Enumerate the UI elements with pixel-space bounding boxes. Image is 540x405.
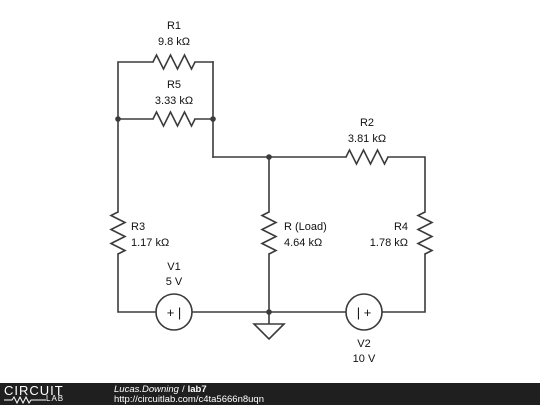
junctions [115, 116, 272, 315]
resistor-rload[interactable] [260, 211, 278, 255]
source-v2-polarity: | + [357, 305, 372, 320]
footer-title-line: Lucas.Downing/lab7 [114, 384, 207, 395]
ground-symbol[interactable] [252, 323, 286, 341]
resistor-r2[interactable] [345, 148, 389, 166]
label-r3-value: 1.17 kΩ [131, 237, 169, 249]
wires [117, 61, 426, 325]
voltage-source-v2[interactable]: | + [345, 293, 383, 331]
project-link[interactable]: lab7 [187, 384, 207, 395]
junction-dot [266, 154, 272, 160]
resistor-r3[interactable] [109, 211, 127, 255]
resistor-r1[interactable] [152, 53, 196, 71]
author-link[interactable]: Lucas.Downing [114, 384, 179, 395]
logo-wordmark: CIRCUIT [4, 383, 64, 398]
title-separator: / [181, 384, 185, 395]
junction-dot [266, 309, 272, 315]
circuit-url[interactable]: http://circuitlab.com/c4ta5666n8uqn [114, 394, 264, 405]
circuitlab-logo[interactable]: CIRCUIT LAB [4, 383, 104, 404]
junction-dot [210, 116, 216, 122]
label-r2-name: R2 [360, 117, 374, 129]
label-r4-value: 1.78 kΩ [370, 237, 408, 249]
label-rload-value: 4.64 kΩ [284, 237, 322, 249]
resistor-r5[interactable] [152, 110, 196, 128]
label-r3-name: R3 [131, 221, 145, 233]
junction-dot [115, 116, 121, 122]
logo-resistor-icon [4, 396, 46, 404]
footer-bar: CIRCUIT LAB Lucas.Downing/lab7 http://ci… [0, 383, 540, 405]
logo-subword: LAB [46, 394, 65, 403]
circuit-schematic: + | | + R1 9.8 kΩ R5 3.33 kΩ R2 3.81 kΩ … [109, 20, 434, 365]
wire-r2-right [387, 156, 426, 213]
label-v1-value: 5 V [166, 276, 183, 288]
source-v1-polarity: + | [167, 305, 182, 320]
label-r1-value: 9.8 kΩ [158, 36, 190, 48]
label-r1-name: R1 [167, 20, 181, 32]
wire-top-left [117, 61, 154, 213]
voltage-source-v1[interactable]: + | [155, 293, 193, 331]
label-r4-name: R4 [394, 221, 408, 233]
resistor-r4[interactable] [416, 211, 434, 255]
label-r5-name: R5 [167, 79, 181, 91]
label-r5-value: 3.33 kΩ [155, 95, 193, 107]
label-v2-name: V2 [357, 338, 370, 350]
wire-r4-bottom [381, 253, 426, 313]
source-v2-body [345, 293, 383, 331]
source-v1-body [155, 293, 193, 331]
label-r2-value: 3.81 kΩ [348, 133, 386, 145]
label-rload-name: R (Load) [284, 221, 327, 233]
label-v2-value: 10 V [353, 353, 376, 365]
wire-r3-bottom [117, 253, 157, 313]
label-v1-name: V1 [167, 261, 180, 273]
